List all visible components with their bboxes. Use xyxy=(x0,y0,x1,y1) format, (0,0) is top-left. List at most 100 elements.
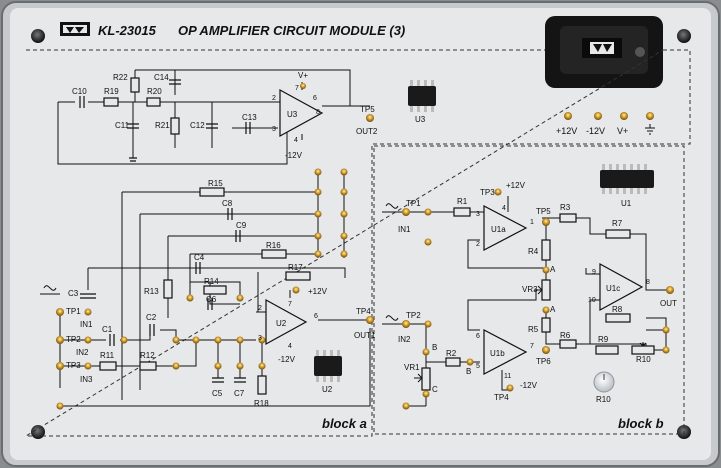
signal-source-icon-a xyxy=(40,285,60,295)
block-a-label: block a xyxy=(322,416,367,431)
jack-tp2-a[interactable] xyxy=(56,336,64,344)
label-r3: R3 xyxy=(560,203,571,212)
jack-minus12v[interactable] xyxy=(594,112,602,120)
label-r16: R16 xyxy=(266,241,281,250)
signal-source-icon-b2 xyxy=(382,315,402,325)
jack-b-ground[interactable] xyxy=(402,402,410,410)
jack-a-bottom-2[interactable] xyxy=(236,362,244,370)
jack-a-c8-right[interactable] xyxy=(340,188,348,196)
label-r4: R4 xyxy=(528,247,539,256)
jack-a-r12-right[interactable] xyxy=(172,362,180,370)
jack-tp3-a[interactable] xyxy=(56,362,64,370)
u1a-pin1: 1 xyxy=(530,219,534,226)
jack-a-mid-2[interactable] xyxy=(214,336,222,344)
jack-tp1-b[interactable] xyxy=(402,208,410,216)
jack-in3[interactable] xyxy=(84,362,92,370)
label-tp5-a: TP5 xyxy=(360,105,375,114)
jack-a-bottom-3[interactable] xyxy=(258,362,266,370)
jack-b-r2-right[interactable] xyxy=(466,358,474,366)
jack-a-c1-right[interactable] xyxy=(120,336,128,344)
block-a-outline xyxy=(24,49,691,437)
opamp-u1c-symbol xyxy=(599,262,644,312)
jack-a-r17-left[interactable] xyxy=(314,250,322,258)
jack-r8-right[interactable] xyxy=(662,326,670,334)
jack-a-r17-right[interactable] xyxy=(340,250,348,258)
jack-a-u2-vplus[interactable] xyxy=(292,286,300,294)
power-connector[interactable] xyxy=(545,16,663,88)
label-r20: R20 xyxy=(147,87,162,96)
jack-a-c2-right[interactable] xyxy=(172,336,180,344)
jack-a-r16-right[interactable] xyxy=(340,232,348,240)
jack-tp2-b[interactable] xyxy=(402,320,410,328)
label-r10: R10 xyxy=(636,355,651,364)
label-tp4-a: TP4 xyxy=(356,307,371,316)
jack-a-vr3-top[interactable] xyxy=(542,266,550,274)
jack-a-r15-left[interactable] xyxy=(314,168,322,176)
jack-in2[interactable] xyxy=(84,336,92,344)
jack-in1[interactable] xyxy=(84,308,92,316)
label-plus12v: +12V xyxy=(556,126,577,136)
label-c13: C13 xyxy=(242,113,257,122)
jack-vplus[interactable] xyxy=(620,112,628,120)
opamp-u3-label: U3 xyxy=(287,110,298,119)
label-c11: C11 xyxy=(115,121,130,130)
opamp-u3-symbol xyxy=(279,88,324,138)
jack-ground[interactable] xyxy=(646,112,654,120)
jack-out2[interactable] xyxy=(366,114,374,122)
jack-a-bottom-1[interactable] xyxy=(214,362,222,370)
jack-a-mid-4[interactable] xyxy=(258,336,266,344)
jack-b-vr1-top[interactable] xyxy=(422,348,430,356)
vr3-wiper xyxy=(534,285,543,295)
opamp-u1a-symbol xyxy=(483,205,528,251)
network-components xyxy=(80,187,311,395)
jack-a-mid-3[interactable] xyxy=(236,336,244,344)
jack-in1-b-lower[interactable] xyxy=(424,238,432,246)
jack-tp1-a[interactable] xyxy=(56,308,64,316)
label-c1: C1 xyxy=(102,325,113,334)
label-tp6-b: TP6 xyxy=(536,357,551,366)
label-out2: OUT2 xyxy=(356,127,378,136)
jack-r10-right[interactable] xyxy=(662,346,670,354)
jack-a-c8-left[interactable] xyxy=(314,188,322,196)
jack-a-mid-1[interactable] xyxy=(192,336,200,344)
jack-tp6-b[interactable] xyxy=(542,346,550,354)
module-model: KL-23015 xyxy=(98,23,157,38)
jack-tp5-b[interactable] xyxy=(542,218,550,226)
jack-a-c9-left[interactable] xyxy=(314,210,322,218)
jack-tp4-b[interactable] xyxy=(506,384,514,392)
label-vplus: V+ xyxy=(617,126,628,136)
u3-pin3: 3 xyxy=(272,126,276,133)
u2-vminus-label: -12V xyxy=(278,355,296,364)
jack-out-b[interactable] xyxy=(666,286,674,294)
jack-plus12v[interactable] xyxy=(564,112,572,120)
label-c9: C9 xyxy=(236,221,247,230)
r10-knob[interactable] xyxy=(593,371,615,393)
u1b-pin7: 7 xyxy=(530,343,534,350)
block-b-jacks xyxy=(402,188,674,410)
jack-a-r15-right[interactable] xyxy=(340,168,348,176)
u1c-pin10: 10 xyxy=(588,297,596,304)
label-tp2-a: TP2 xyxy=(66,335,81,344)
jack-a-r16-left[interactable] xyxy=(314,232,322,240)
jack-in1-b[interactable] xyxy=(424,208,432,216)
opamp-u1b-label: U1b xyxy=(490,349,505,358)
jack-a-c6[interactable] xyxy=(236,294,244,302)
jack-u3-vplus[interactable] xyxy=(300,83,306,89)
jack-a-vr3-mid[interactable] xyxy=(542,306,550,314)
opamp-u2-label: U2 xyxy=(276,319,287,328)
label-c: C xyxy=(432,385,438,394)
jack-tp3-b[interactable] xyxy=(494,188,502,196)
label-in3: IN3 xyxy=(80,375,93,384)
jack-a-out1[interactable] xyxy=(366,316,374,324)
label-c10: C10 xyxy=(72,87,87,96)
jack-a-c9-right[interactable] xyxy=(340,210,348,218)
jack-c-vr1[interactable] xyxy=(422,390,430,398)
u1b-pin5: 5 xyxy=(476,363,480,370)
label-r6: R6 xyxy=(560,331,571,340)
jack-a-ground-bottom[interactable] xyxy=(56,402,64,410)
label-in1: IN1 xyxy=(80,320,93,329)
jack-in2-b[interactable] xyxy=(424,320,432,328)
jack-a-c4[interactable] xyxy=(186,294,194,302)
label-r14: R14 xyxy=(204,277,219,286)
label-vr1: VR1 xyxy=(404,363,420,372)
